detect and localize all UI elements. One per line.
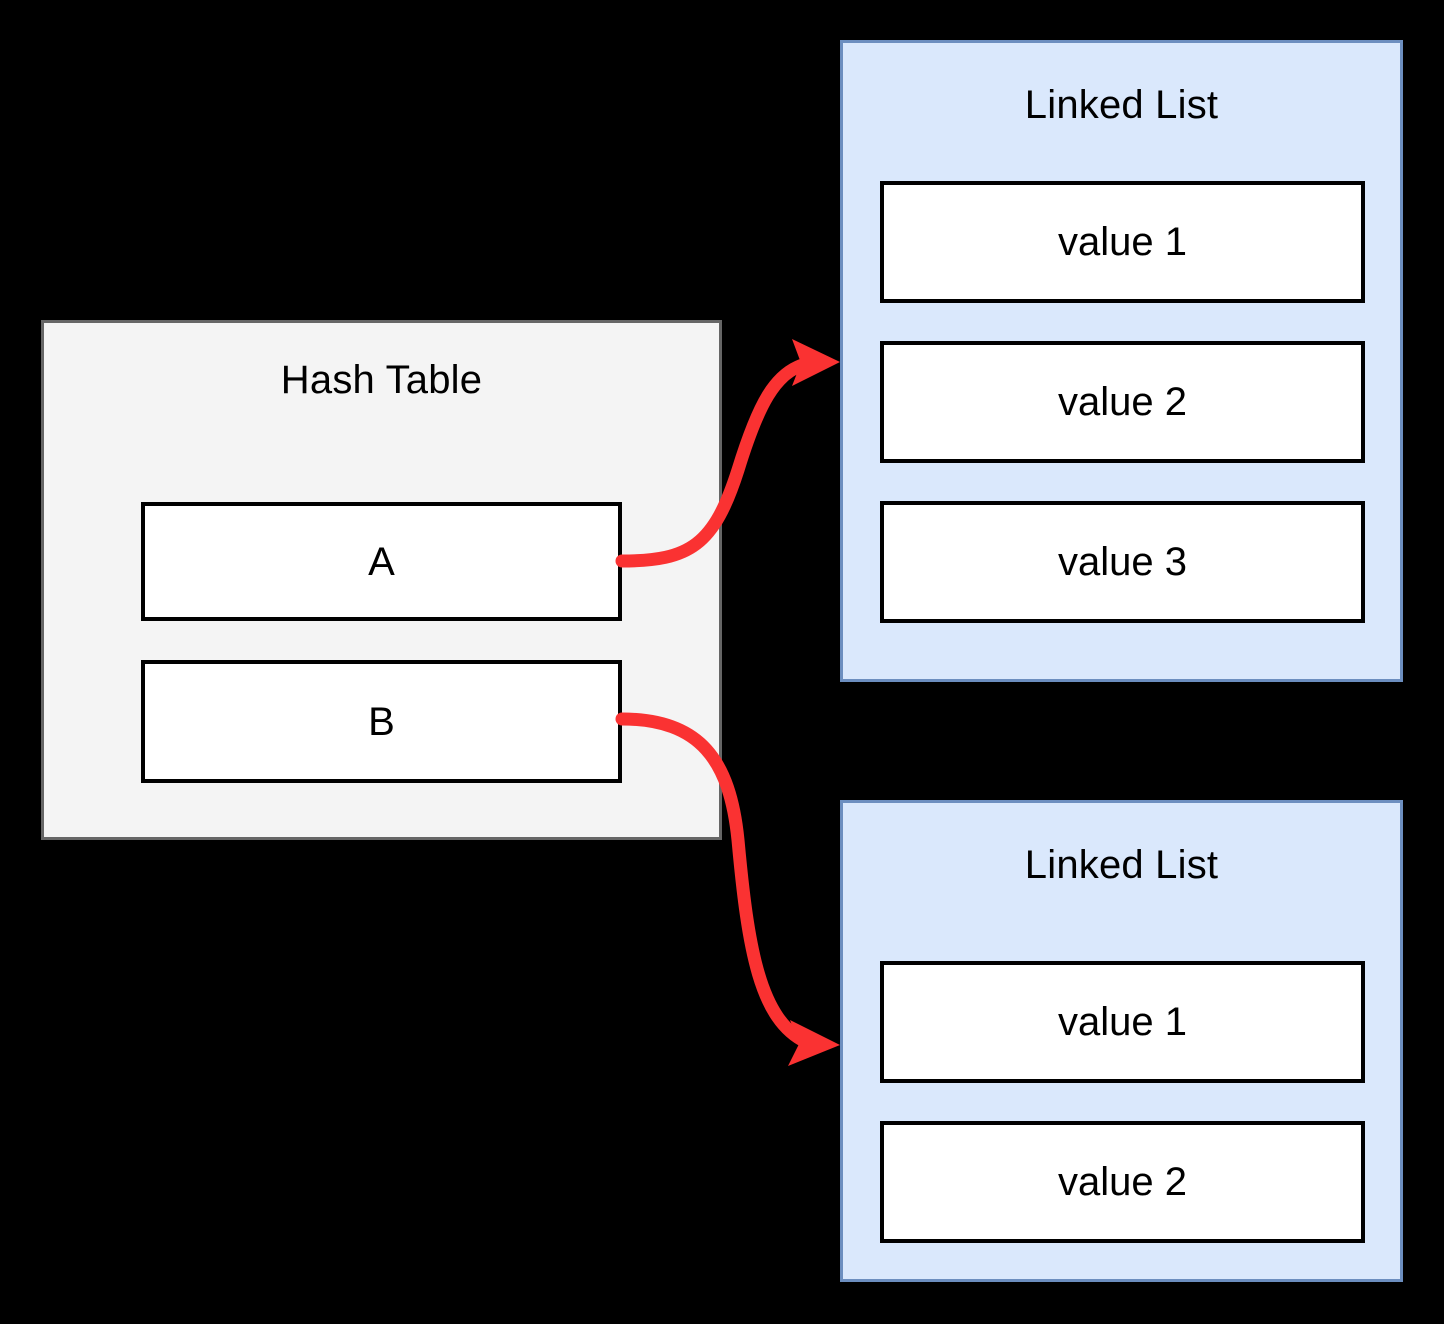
linked-list-1-node-1[interactable]: value 1 xyxy=(880,181,1365,303)
linked-list-1-node-1-label: value 1 xyxy=(1058,220,1187,264)
linked-list-2-node-1[interactable]: value 1 xyxy=(880,961,1365,1083)
hash-table-title: Hash Table xyxy=(280,358,483,402)
hash-slot-b-label: B xyxy=(368,699,395,744)
linked-list-2-node-1-label: value 1 xyxy=(1058,1000,1187,1044)
linked-list-1-node-3-label: value 3 xyxy=(1058,540,1187,584)
hash-table-panel: Hash Table A B xyxy=(41,320,722,840)
hash-slot-a[interactable]: A xyxy=(141,502,622,621)
linked-list-panel-1: Linked List value 1 value 2 value 3 xyxy=(840,40,1403,682)
linked-list-1-title: Linked List xyxy=(1024,83,1219,127)
linked-list-1-node-3[interactable]: value 3 xyxy=(880,501,1365,623)
linked-list-2-title: Linked List xyxy=(1024,843,1219,887)
linked-list-1-node-2-label: value 2 xyxy=(1058,380,1187,424)
linked-list-panel-2: Linked List value 1 value 2 xyxy=(840,800,1403,1282)
linked-list-2-node-2-label: value 2 xyxy=(1058,1160,1187,1204)
linked-list-1-node-2[interactable]: value 2 xyxy=(880,341,1365,463)
hash-slot-a-label: A xyxy=(368,539,395,584)
hash-slot-b[interactable]: B xyxy=(141,660,622,783)
linked-list-2-node-2[interactable]: value 2 xyxy=(880,1121,1365,1243)
